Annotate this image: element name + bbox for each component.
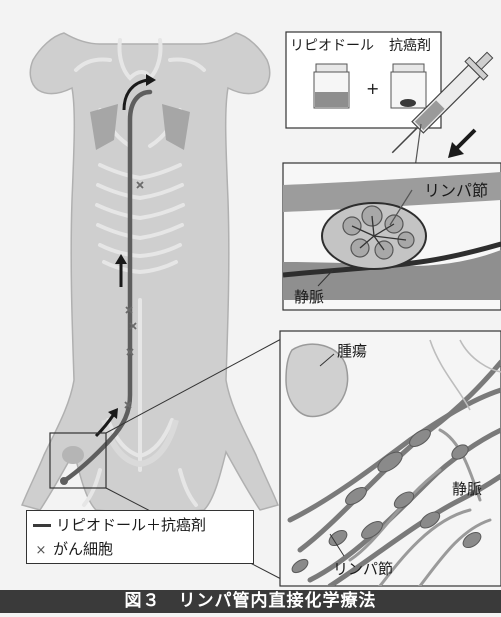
lymph-node-label: リンパ節 xyxy=(424,181,488,200)
vial-label-lipiodol: リピオドール xyxy=(290,38,374,54)
zoom-lymph-node-label: リンパ節 xyxy=(333,560,393,578)
legend-line-swatch xyxy=(33,524,51,527)
vial-plus-sign: + xyxy=(366,79,379,98)
vein-label: 静脈 xyxy=(294,288,324,306)
legend-cross-icon: × xyxy=(33,540,49,562)
figure-caption: 図３ リンパ管内直接化学療法 xyxy=(0,590,501,613)
tumor-label: 腫瘍 xyxy=(337,342,367,360)
vial-lipiodol xyxy=(314,64,349,108)
vial-anticancer-drug xyxy=(391,64,426,108)
zoom-vein-label: 静脈 xyxy=(452,480,482,498)
legend: リピオドール＋抗癌剤 ×がん細胞 xyxy=(26,510,254,564)
legend-text-lipiodol: リピオドール＋抗癌剤 xyxy=(56,516,206,534)
injection-direction-arrow xyxy=(448,130,475,158)
zoom-panel xyxy=(280,331,501,586)
vial-label-drug: 抗癌剤 xyxy=(389,38,431,54)
legend-item-lipiodol: リピオドール＋抗癌剤 xyxy=(33,514,206,536)
legend-item-cancer-cell: ×がん細胞 xyxy=(33,538,113,560)
legend-text-cancer-cell: がん細胞 xyxy=(53,540,113,558)
